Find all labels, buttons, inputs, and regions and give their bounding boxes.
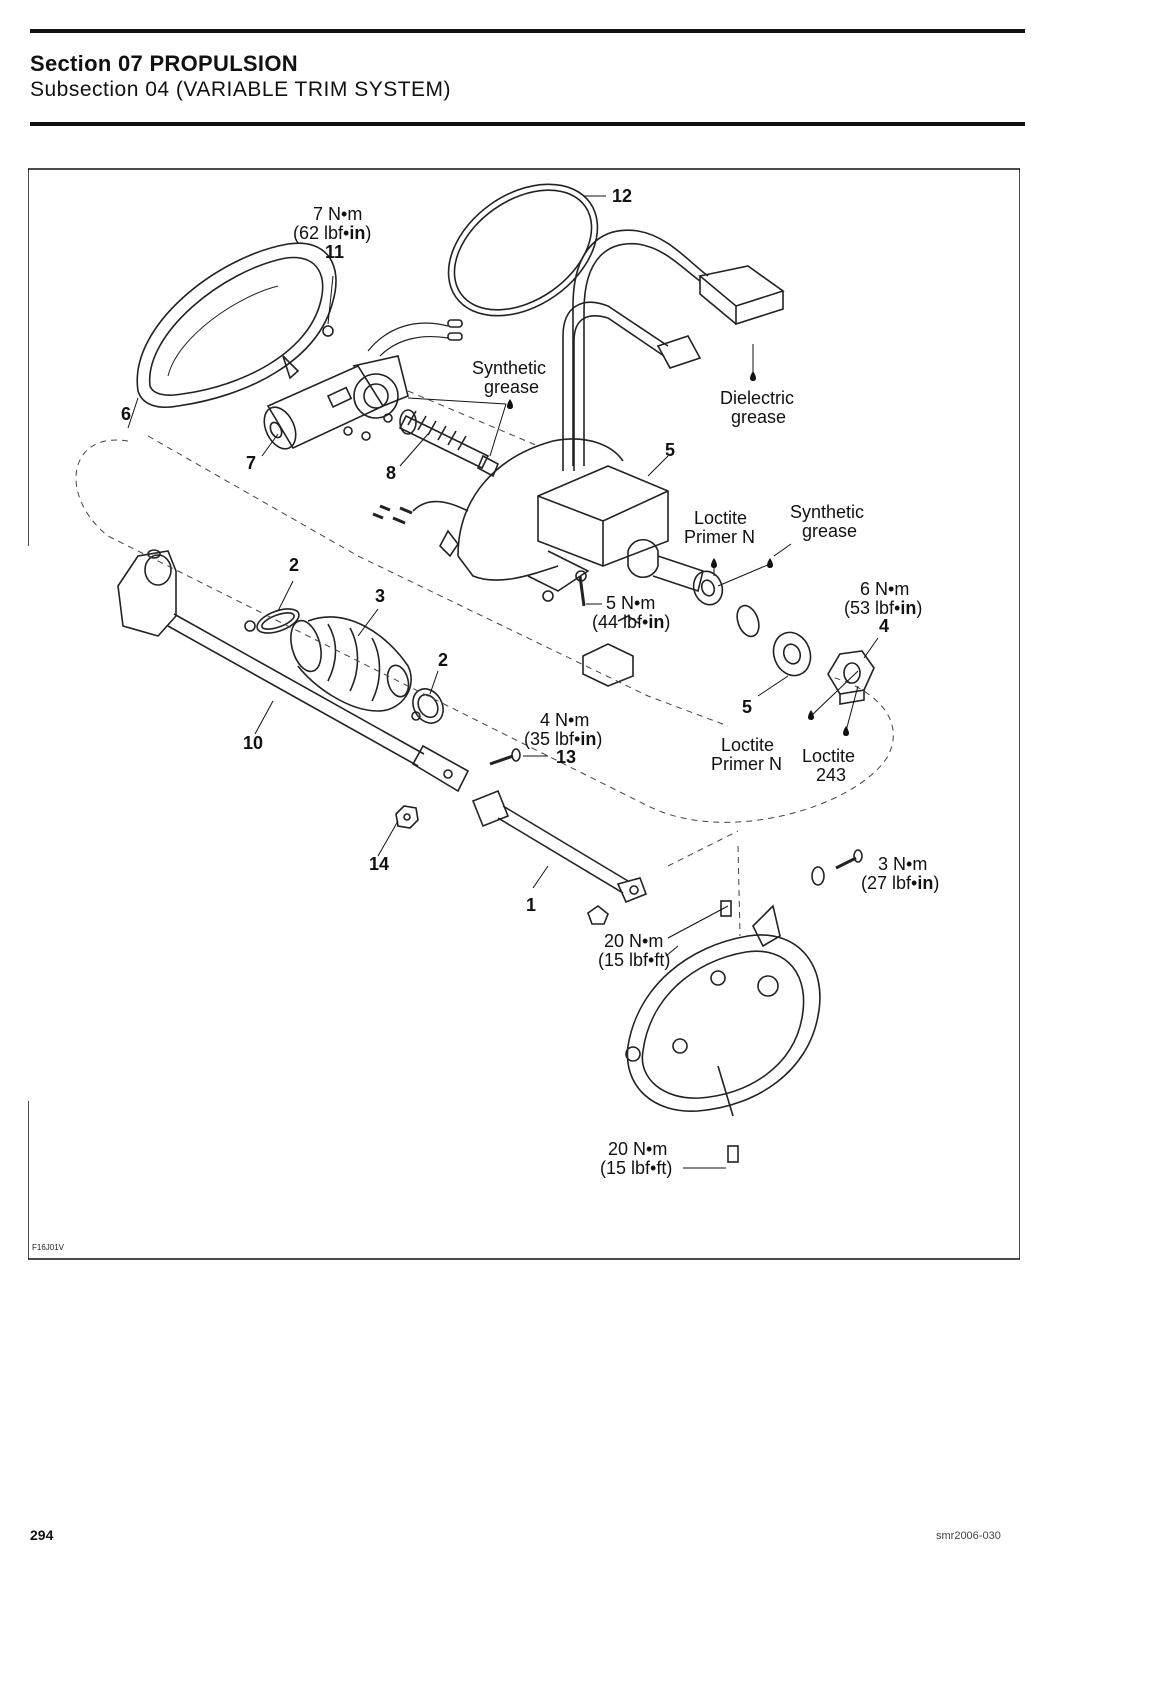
torque-13-imperial: (35 lbf•in) (524, 729, 602, 749)
callout-3: 3 (375, 586, 385, 606)
callout-13: 13 (556, 747, 576, 767)
synthetic-grease-label-2a: Synthetic (790, 502, 864, 522)
callout-8: 7 (246, 453, 256, 473)
synthetic-grease-label-1a: Synthetic (472, 358, 546, 378)
callout-1: 1 (526, 895, 536, 915)
callout-4: 4 (879, 616, 889, 636)
loctite-243-label-a: Loctite (802, 746, 855, 766)
synthetic-grease-label-1b: grease (484, 377, 539, 397)
callout-2a: 2 (289, 555, 299, 575)
torque-11-imperial: (62 lbf•in) (293, 223, 371, 243)
torque-5-imperial: (44 lbf•in) (592, 612, 670, 632)
loctite-primer-label-2b: Primer N (711, 754, 782, 774)
document-code: smr2006-030 (936, 1530, 1001, 1542)
leader-lines (127, 195, 879, 1169)
torque-5-nm: 5 N•m (606, 593, 655, 613)
part-13-screw (489, 748, 521, 766)
loctite-primer-label-2a: Loctite (721, 735, 774, 755)
callout-6: 5 (665, 440, 675, 460)
part-8-motor (263, 319, 463, 450)
figure-drawing: 12 11 6 7 8 5 2 3 2 4 5 10 13 14 1 7 N•m… (27, 168, 1021, 1260)
part-screw-3nm (811, 849, 863, 886)
loctite-243-label-b: 243 (816, 765, 846, 785)
figure-code: F16J01V (32, 1243, 65, 1252)
part-5-washer (736, 604, 812, 677)
top-rule (30, 29, 1025, 33)
part-9-worm-gear (398, 409, 500, 478)
part-connector (656, 265, 785, 369)
part-6-actuator-housing (372, 438, 724, 606)
assembly-center-lines (75, 390, 894, 937)
synthetic-grease-label-2b: grease (802, 521, 857, 541)
callout-10: 10 (243, 733, 263, 753)
part-11-nut (322, 325, 334, 337)
dielectric-grease-label-b: grease (731, 407, 786, 427)
part-2-clamp-a (244, 608, 300, 634)
subsection-title: Subsection 04 (VARIABLE TRIM SYSTEM) (30, 78, 452, 101)
section-title: Section 07 PROPULSION (30, 51, 298, 76)
dielectric-grease-label-a: Dielectric (720, 388, 794, 408)
callout-9: 8 (386, 463, 396, 483)
figure-border (27, 168, 1021, 1260)
loctite-primer-label-1a: Loctite (694, 508, 747, 528)
loctite-primer-label-1b: Primer N (684, 527, 755, 547)
part-2-clamp-b (411, 688, 444, 724)
part-10-shaft (117, 549, 470, 793)
torque-3-nm: 3 N•m (878, 854, 927, 874)
page-number: 294 (30, 1527, 54, 1543)
part-bracket (542, 570, 641, 687)
torque-3-imperial: (27 lbf•in) (861, 873, 939, 893)
callout-5: 5 (742, 697, 752, 717)
torque-20-upper-imperial: (15 lbf•ft) (598, 950, 670, 970)
callout-7: 6 (121, 404, 131, 424)
torque-20-lower-imperial: (15 lbf•ft) (600, 1158, 672, 1178)
part-1-link-arm (471, 789, 648, 925)
part-12-seal-ring (447, 183, 599, 317)
callout-11: 11 (325, 242, 344, 262)
torque-20-upper-nm: 20 N•m (604, 931, 663, 951)
part-3-boot (290, 616, 412, 712)
grease-drop-icons (507, 371, 849, 736)
torque-11-nm: 7 N•m (313, 204, 362, 224)
part-4-nut (827, 650, 875, 705)
callout-2b: 2 (438, 650, 448, 670)
callout-14: 14 (369, 854, 389, 874)
part-14-nut (395, 805, 419, 829)
header-bottom-rule (30, 122, 1025, 126)
part-mounting-ring (625, 900, 821, 1163)
wire-harness (562, 229, 709, 471)
exploded-view-figure: 12 11 6 7 8 5 2 3 2 4 5 10 13 14 1 7 N•m… (27, 166, 1021, 1262)
part-7-cover (136, 242, 337, 408)
torque-13-nm: 4 N•m (540, 710, 589, 730)
torque-4-imperial: (53 lbf•in) (844, 598, 922, 618)
torque-20-lower-nm: 20 N•m (608, 1139, 667, 1159)
callout-12: 12 (612, 186, 632, 206)
torque-4-nm: 6 N•m (860, 579, 909, 599)
